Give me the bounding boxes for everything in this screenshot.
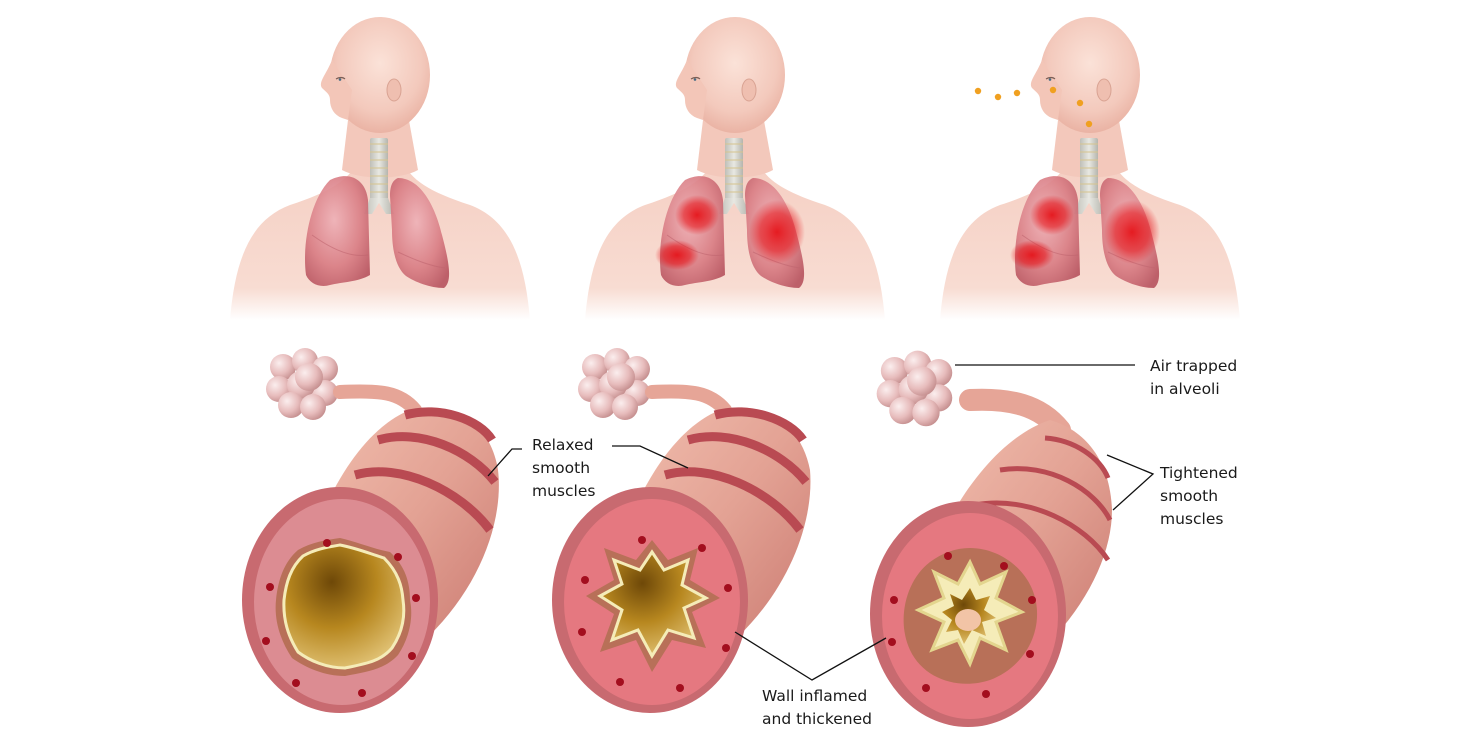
label-wall-inflamed: Wall inflamed and thickened bbox=[762, 687, 872, 728]
inflammation-spot bbox=[749, 200, 805, 264]
svg-text:smooth: smooth bbox=[532, 459, 590, 477]
svg-text:smooth: smooth bbox=[1160, 487, 1218, 505]
svg-text:Air trapped: Air trapped bbox=[1150, 357, 1237, 375]
inflammation-spot bbox=[655, 240, 699, 270]
label-relaxed-smooth-muscles: Relaxed smooth muscles bbox=[532, 436, 595, 500]
svg-text:Relaxed: Relaxed bbox=[532, 436, 594, 454]
figure-normal bbox=[229, 16, 531, 321]
label-tightened-smooth-muscles: Tightened smooth muscles bbox=[1159, 464, 1238, 528]
blood-vessel-dots bbox=[578, 536, 732, 692]
inflammation-spot bbox=[1010, 240, 1054, 270]
airway-inflamed bbox=[552, 348, 811, 713]
airway-normal bbox=[242, 348, 499, 713]
inflammation-spot bbox=[675, 195, 719, 235]
allergen-particles-icon bbox=[974, 86, 1093, 128]
svg-text:Wall inflamed: Wall inflamed bbox=[762, 687, 867, 705]
blood-vessel-dots bbox=[888, 552, 1036, 698]
figure-allergen-exposure bbox=[939, 16, 1241, 321]
label-air-trapped: Air trapped in alveoli bbox=[1150, 357, 1237, 398]
inflammation-spot bbox=[1104, 200, 1160, 264]
leader-lines bbox=[487, 364, 1155, 681]
mucus-plug bbox=[955, 609, 981, 631]
svg-text:and thickened: and thickened bbox=[762, 710, 872, 728]
svg-text:in alveoli: in alveoli bbox=[1150, 380, 1220, 398]
svg-text:Tightened: Tightened bbox=[1159, 464, 1238, 482]
inflammation-spot bbox=[1030, 195, 1074, 235]
airway-constricted bbox=[870, 350, 1113, 727]
blood-vessel-dots bbox=[262, 539, 420, 697]
figure-inflamed bbox=[584, 16, 886, 321]
svg-text:muscles: muscles bbox=[1160, 510, 1223, 528]
svg-text:muscles: muscles bbox=[532, 482, 595, 500]
